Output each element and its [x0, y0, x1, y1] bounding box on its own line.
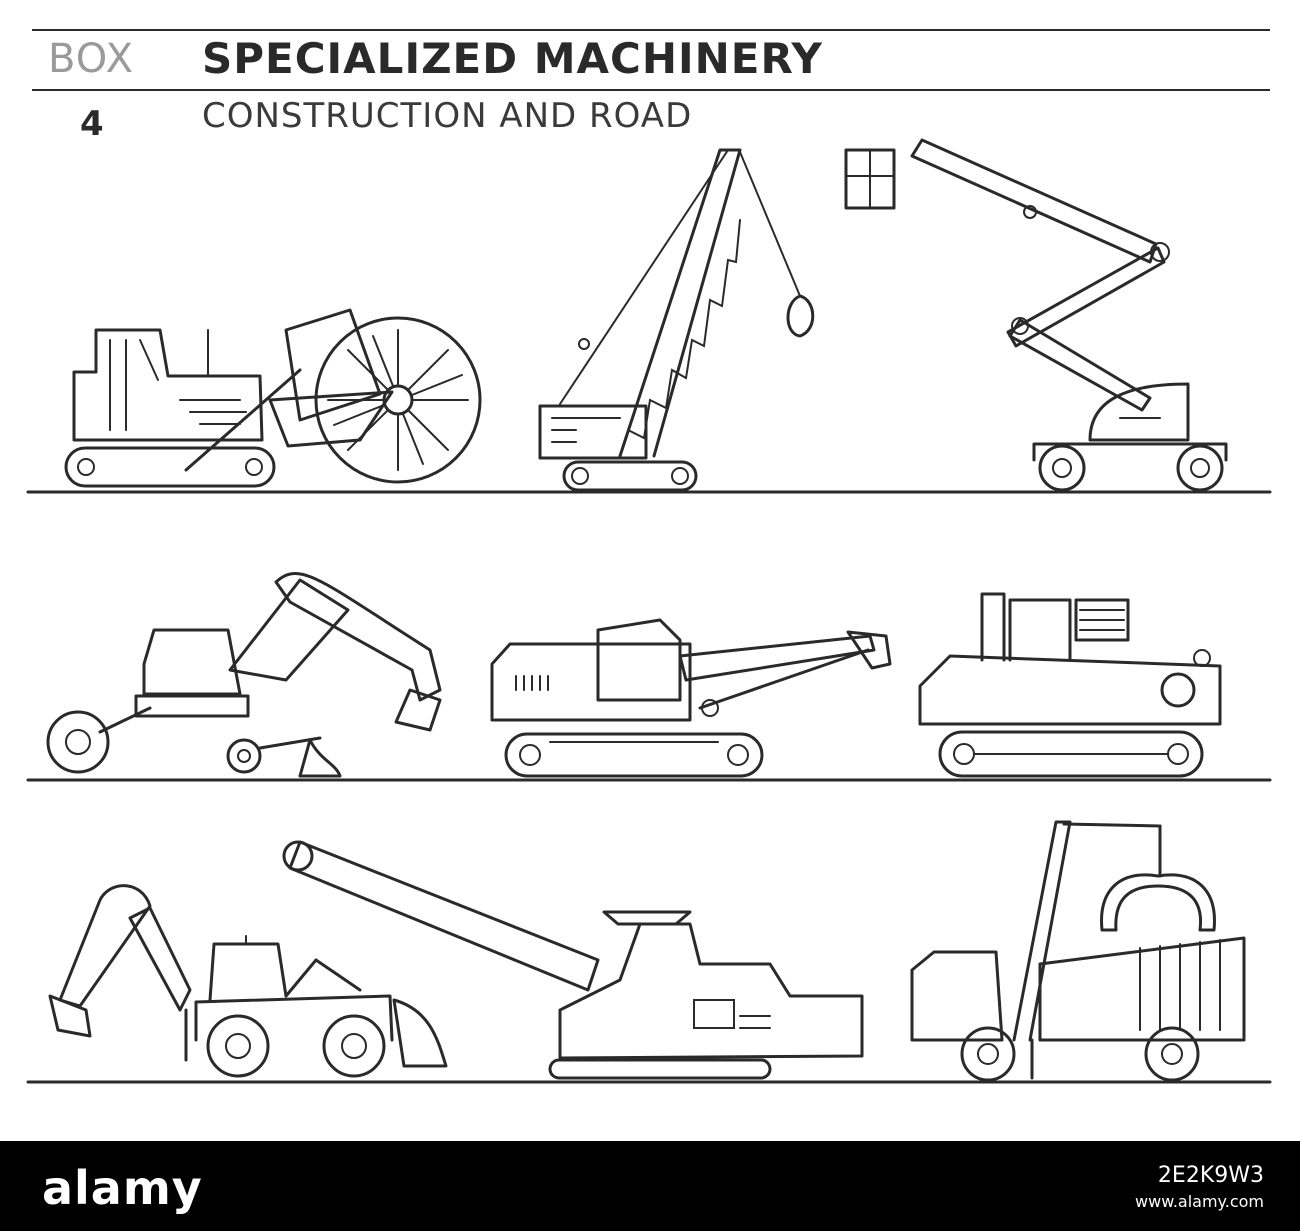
crawler-drill-icon [918, 592, 1222, 778]
page-subtitle: CONSTRUCTION AND ROAD [202, 96, 693, 136]
walking-excavator-icon [46, 572, 442, 778]
footer-banner: alamy 2E2K9W3 www.alamy.com [0, 1141, 1300, 1231]
machinery-illustration [26, 138, 1272, 1084]
image-id-value: 2E2K9W3 [1157, 1163, 1264, 1188]
backhoe-loader-icon [48, 884, 448, 1078]
image-id: 2E2K9W3 www.alamy.com [1135, 1163, 1264, 1215]
page-title: SPECIALIZED MACHINERY [202, 34, 823, 83]
header-middle-rule [32, 89, 1270, 91]
wrecking-ball-crane-icon [538, 148, 815, 492]
footer-url: www.alamy.com [1135, 1192, 1264, 1211]
cold-milling-machine-icon [282, 840, 864, 1080]
alamy-logo: alamy [42, 1161, 203, 1215]
long-reach-excavator-icon [490, 618, 892, 778]
box-label: BOX [48, 36, 135, 82]
articulated-boom-lift-icon [844, 138, 1228, 492]
grapple-loader-truck-icon [910, 820, 1246, 1082]
header-top-rule [32, 29, 1270, 31]
wheel-trencher-icon [64, 308, 482, 488]
box-number: 4 [80, 104, 104, 144]
